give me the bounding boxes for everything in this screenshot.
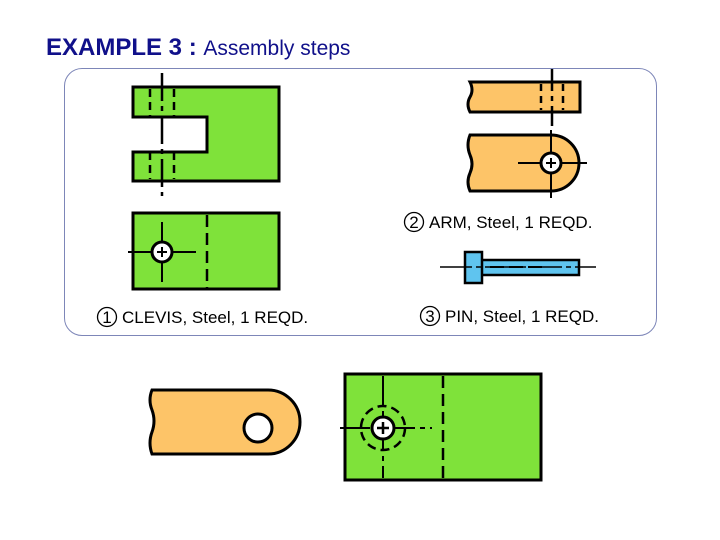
part-name-3: PIN, Steel, 1 REQD. (445, 307, 599, 326)
part-number-2: 2 (409, 213, 418, 232)
part-number-3: 3 (425, 307, 434, 326)
part-name-1: CLEVIS, Steel, 1 REQD. (122, 308, 308, 327)
clevis-top-view (131, 73, 281, 196)
assembly-clevis-view (340, 372, 543, 482)
title-main: EXAMPLE 3 : (46, 34, 197, 61)
pin-view (440, 250, 596, 285)
part-number-1: 1 (102, 308, 111, 327)
clevis-front-view (128, 211, 281, 291)
parts-frame (64, 68, 657, 336)
arm-top-view (466, 69, 582, 126)
part-name-2: ARM, Steel, 1 REQD. (429, 213, 592, 232)
part-label-2: 2 ARM, Steel, 1 REQD. (403, 211, 592, 233)
arm-front-view (466, 130, 587, 198)
title-subtitle: Assembly steps (203, 37, 351, 60)
part-label-3: 3 PIN, Steel, 1 REQD. (419, 305, 599, 327)
assembly-arm-view (148, 388, 302, 456)
slide-title: EXAMPLE 3 : Assembly steps (46, 34, 350, 62)
part-label-1: 1 CLEVIS, Steel, 1 REQD. (96, 306, 308, 328)
